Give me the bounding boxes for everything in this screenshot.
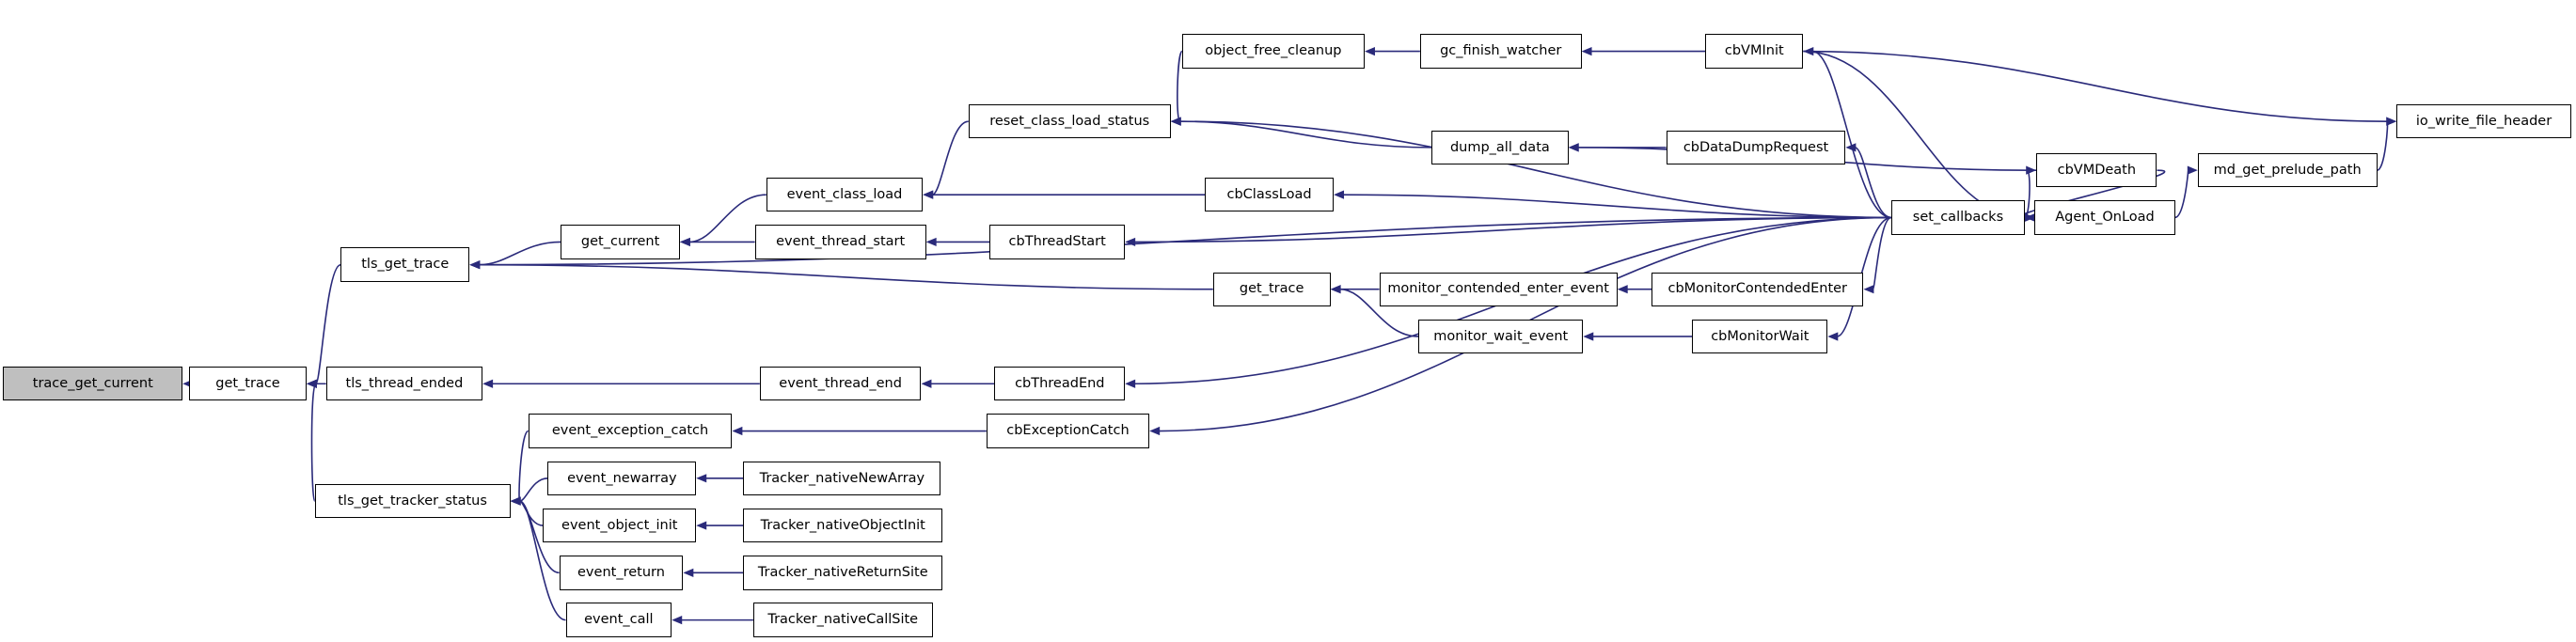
graph-node-reset_class_load_status[interactable]: reset_class_load_status <box>968 103 1171 139</box>
graph-node-dump_all_data[interactable]: dump_all_data <box>1431 130 1569 165</box>
graph-node-cbExceptionCatch[interactable]: cbExceptionCatch <box>986 414 1150 448</box>
edge-arrowhead <box>683 568 694 577</box>
graph-node-gc_finish_watcher[interactable]: gc_finish_watcher <box>1419 34 1582 69</box>
graph-node-io_write_file_header[interactable]: io_write_file_header <box>2396 103 2571 139</box>
edge-set_callbacks-to-cbThreadStart <box>1134 216 1891 243</box>
graph-node-event_thread_start[interactable]: event_thread_start <box>754 225 926 259</box>
graph-node-cbThreadStart[interactable]: cbThreadStart <box>989 225 1126 259</box>
edge-arrowhead <box>306 379 317 388</box>
edge-tls_get_trace-to-get_trace <box>315 263 341 385</box>
edge-event_class_load-to-get_current <box>688 194 766 243</box>
edge-set_callbacks-to-reset_class_load_status <box>1179 120 1891 219</box>
graph-node-get_trace2[interactable]: get_trace <box>1212 272 1331 306</box>
edge-arrowhead <box>1149 426 1161 436</box>
graph-node-set_callbacks[interactable]: set_callbacks <box>1890 200 2026 235</box>
edge-monitor_wait_event-to-get_trace2 <box>1339 288 1419 337</box>
edge-arrowhead <box>679 237 690 247</box>
graph-node-cbClassLoad[interactable]: cbClassLoad <box>1205 177 1335 212</box>
edge-arrowhead <box>672 616 683 625</box>
graph-node-event_class_load[interactable]: event_class_load <box>766 177 924 212</box>
edge-arrowhead <box>696 521 707 530</box>
edge-arrowhead <box>1583 332 1594 341</box>
edge-arrowhead <box>696 474 707 483</box>
edge-arrowhead <box>921 379 932 388</box>
graph-node-Tracker_nativeCallSite[interactable]: Tracker_nativeCallSite <box>752 603 933 637</box>
edge-get_current-to-tls_get_trace <box>479 241 561 266</box>
graph-node-tls_get_trace[interactable]: tls_get_trace <box>340 247 470 282</box>
edge-arrowhead <box>1827 332 1839 341</box>
graph-node-tls_get_tracker_status[interactable]: tls_get_tracker_status <box>314 483 511 519</box>
graph-node-tls_thread_ended[interactable]: tls_thread_ended <box>325 367 483 401</box>
edge-arrowhead <box>2386 117 2397 126</box>
edge-arrowhead <box>482 379 494 388</box>
graph-node-cbDataDumpRequest[interactable]: cbDataDumpRequest <box>1666 130 1846 165</box>
edge-arrowhead <box>732 426 743 436</box>
edge-Agent_OnLoad-to-md_get_prelude_path <box>2174 169 2189 219</box>
graph-node-event_return[interactable]: event_return <box>559 556 684 590</box>
edge-md_get_prelude_path-to-io_write_file_header <box>2377 120 2389 171</box>
edge-event_exception_catch-to-tls_get_tracker_status <box>518 430 529 502</box>
graph-node-cbVMDeath[interactable]: cbVMDeath <box>2036 152 2157 188</box>
edge-tls_get_tracker_status-to-get_trace <box>310 383 317 502</box>
edge-arrowhead <box>2024 212 2035 223</box>
edge-event_call-to-tls_get_tracker_status <box>519 500 566 621</box>
edge-arrowhead <box>1334 190 1345 199</box>
edge-event_newarray-to-tls_get_tracker_status <box>519 477 548 502</box>
graph-node-event_object_init[interactable]: event_object_init <box>543 508 697 543</box>
edge-arrowhead <box>1568 143 1579 152</box>
edge-set_callbacks-to-cbMonitorContendedEnter <box>1872 216 1892 290</box>
edge-arrowhead <box>1125 379 1136 388</box>
edge-arrowhead <box>510 496 521 506</box>
edge-set_callbacks-to-cbVMDeath <box>2024 169 2031 219</box>
edge-arrowhead <box>1125 237 1136 247</box>
graph-node-cbMonitorContendedEnter[interactable]: cbMonitorContendedEnter <box>1651 272 1864 306</box>
edge-arrowhead <box>1581 47 1592 56</box>
graph-node-event_exception_catch[interactable]: event_exception_catch <box>528 414 733 448</box>
edge-arrowhead <box>923 190 934 199</box>
edge-arrowhead <box>1364 47 1375 56</box>
graph-node-monitor_wait_event[interactable]: monitor_wait_event <box>1418 319 1584 354</box>
graph-node-Agent_OnLoad[interactable]: Agent_OnLoad <box>2034 200 2175 235</box>
graph-node-get_trace[interactable]: get_trace <box>189 367 307 401</box>
graph-node-Tracker_nativeNewArray[interactable]: Tracker_nativeNewArray <box>743 461 941 495</box>
edge-arrowhead <box>1330 285 1341 294</box>
edge-set_callbacks-to-cbDataDumpRequest <box>1854 147 1892 219</box>
edge-arrowhead <box>1170 117 1181 126</box>
graph-node-monitor_contended_enter_event[interactable]: monitor_contended_enter_event <box>1379 272 1618 306</box>
graph-node-get_current[interactable]: get_current <box>561 225 680 259</box>
graph-node-event_thread_end[interactable]: event_thread_end <box>759 367 922 401</box>
graph-node-object_free_cleanup[interactable]: object_free_cleanup <box>1181 34 1365 69</box>
edge-reset_class_load_status-to-event_class_load <box>931 120 969 196</box>
graph-node-event_call[interactable]: event_call <box>565 603 672 637</box>
graph-node-Tracker_nativeReturnSite[interactable]: Tracker_nativeReturnSite <box>743 556 942 590</box>
graph-node-cbMonitorWait[interactable]: cbMonitorWait <box>1692 319 1828 354</box>
graph-node-cbVMInit[interactable]: cbVMInit <box>1705 34 1804 69</box>
edge-arrowhead <box>1863 285 1874 294</box>
graph-node-Tracker_nativeObjectInit[interactable]: Tracker_nativeObjectInit <box>743 508 942 543</box>
edge-set_callbacks-to-cbClassLoad <box>1343 194 1891 219</box>
graph-node-md_get_prelude_path[interactable]: md_get_prelude_path <box>2197 152 2378 188</box>
edge-arrowhead <box>1617 285 1628 294</box>
edge-arrowhead <box>469 260 481 270</box>
graph-node-trace_get_current[interactable]: trace_get_current <box>3 367 183 401</box>
edge-set_callbacks-to-cbVMInit <box>1812 50 1892 219</box>
edge-arrowhead <box>2187 165 2198 175</box>
edge-arrowhead <box>925 237 937 247</box>
graph-node-cbThreadEnd[interactable]: cbThreadEnd <box>994 367 1126 401</box>
graph-node-event_newarray[interactable]: event_newarray <box>547 461 697 495</box>
edge-arrowhead <box>2026 165 2037 175</box>
edge-dump_all_data-to-reset_class_load_status <box>1179 120 1432 149</box>
edge-get_trace2-to-tls_get_trace <box>479 263 1213 290</box>
edge-cbVMInit-to-io_write_file_header <box>1803 50 2388 122</box>
